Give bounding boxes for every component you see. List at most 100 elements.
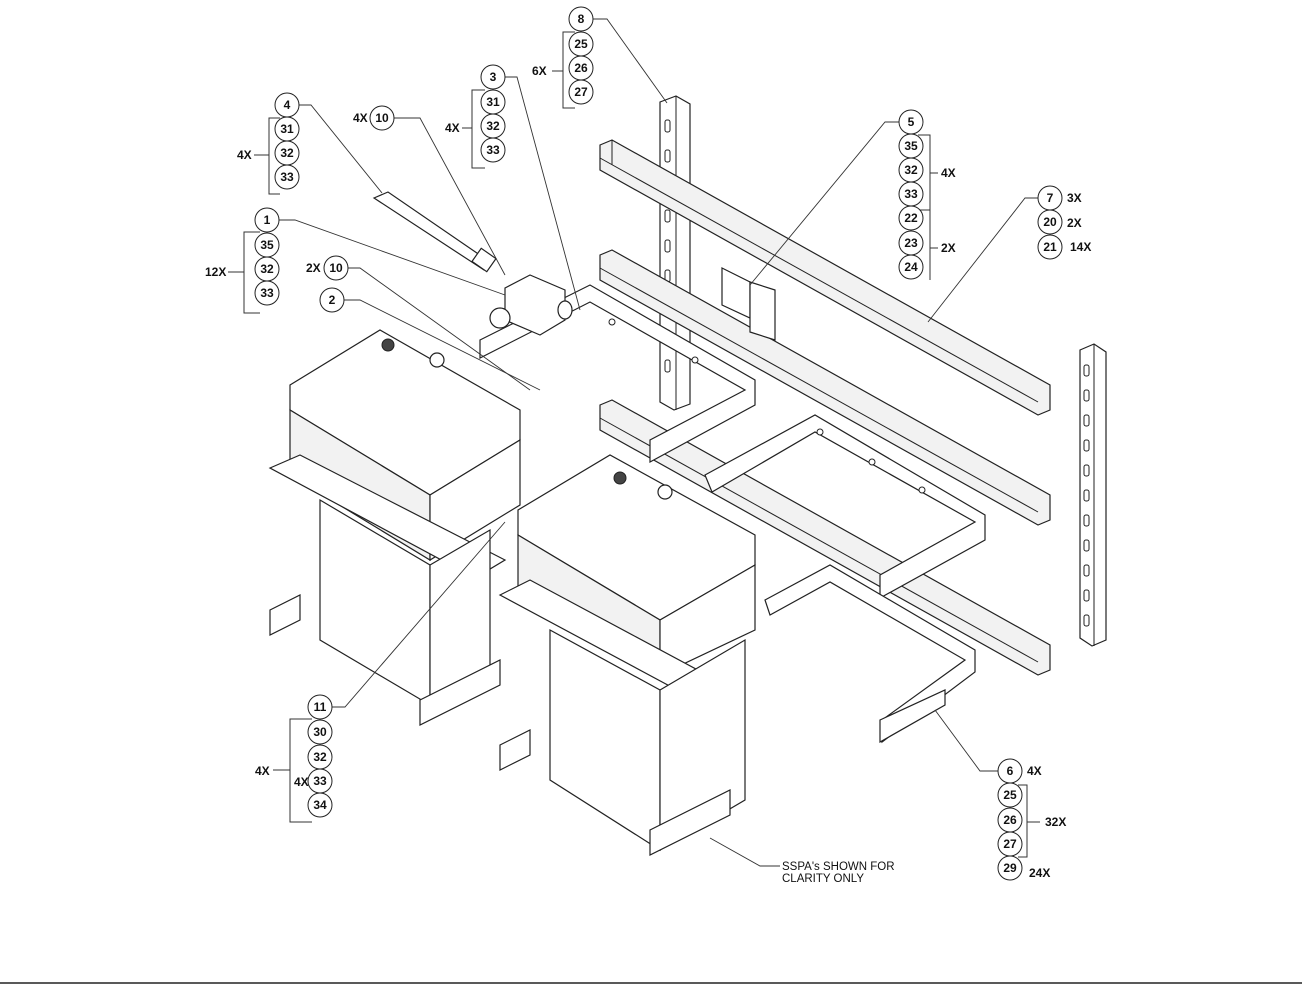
- leader-lines: [279, 18, 1038, 867]
- upright-channel-right: [1079, 343, 1107, 647]
- svg-text:5: 5: [908, 115, 915, 129]
- clarity-note: SSPA's SHOWN FOR CLARITY ONLY: [782, 861, 895, 885]
- svg-text:31: 31: [280, 122, 294, 136]
- balloon: 26: [568, 55, 594, 81]
- balloon: 33: [274, 164, 300, 190]
- balloon: 22: [898, 205, 924, 231]
- svg-text:11: 11: [314, 700, 327, 714]
- balloon: 31: [480, 89, 506, 115]
- balloon: 2: [319, 287, 345, 313]
- svg-text:CLARITY ONLY: CLARITY ONLY: [782, 873, 864, 885]
- balloon: 23: [898, 230, 924, 256]
- svg-text:29: 29: [1003, 861, 1017, 875]
- balloon: 29: [997, 855, 1023, 881]
- balloon: 20: [1037, 209, 1063, 235]
- callout-group-5: 5 35 32 33 22 23 24 4X 2X: [898, 109, 956, 280]
- balloon: 8: [568, 6, 594, 32]
- quantity-label: 4X: [941, 166, 956, 180]
- balloon: 32: [274, 140, 300, 166]
- balloon: 1: [254, 207, 280, 233]
- quantity-label: 4X: [294, 775, 309, 789]
- strut-rail-bottom: [599, 399, 1051, 676]
- quantity-label: 4X: [255, 764, 270, 778]
- svg-text:33: 33: [486, 143, 500, 157]
- balloon: 32: [307, 744, 333, 770]
- callout-group-10-lower: 10 2X: [306, 255, 349, 281]
- svg-text:32: 32: [486, 119, 500, 133]
- sspa-unit-left: [268, 329, 521, 726]
- balloon: 4: [274, 92, 300, 118]
- balloon: 35: [254, 232, 280, 258]
- svg-text:6: 6: [1007, 764, 1014, 778]
- callout-brackets: [228, 31, 1040, 858]
- svg-text:8: 8: [578, 12, 585, 26]
- svg-text:22: 22: [904, 211, 918, 225]
- svg-text:31: 31: [486, 95, 500, 109]
- svg-text:23: 23: [904, 236, 918, 250]
- svg-text:27: 27: [1003, 837, 1017, 851]
- svg-text:26: 26: [574, 61, 588, 75]
- svg-text:32: 32: [260, 262, 274, 276]
- svg-text:25: 25: [1003, 788, 1017, 802]
- svg-text:10: 10: [329, 261, 343, 275]
- quantity-label: 4X: [237, 148, 252, 162]
- svg-text:27: 27: [574, 85, 588, 99]
- quantity-label: 24X: [1029, 866, 1050, 880]
- callout-group-8: 8 25 26 27 6X: [532, 6, 594, 105]
- svg-text:24: 24: [904, 260, 918, 274]
- balloon: 11: [307, 694, 333, 720]
- balloon: 25: [568, 31, 594, 57]
- balloon: 6: [997, 758, 1023, 784]
- callout-group-4: 4 31 32 33 4X: [237, 92, 300, 190]
- balloon: 3: [480, 64, 506, 90]
- svg-text:33: 33: [280, 170, 294, 184]
- balloon: 27: [568, 79, 594, 105]
- quantity-label: 4X: [353, 111, 368, 125]
- svg-text:33: 33: [904, 187, 918, 201]
- balloon: 25: [997, 782, 1023, 808]
- strut-rail-top: [599, 139, 1051, 416]
- svg-text:32: 32: [904, 163, 918, 177]
- callout-group-11: 11 30 32 33 34 4X 4X: [255, 694, 333, 818]
- callout-group-10-upper: 10 4X: [353, 105, 395, 131]
- svg-text:30: 30: [313, 725, 327, 739]
- svg-text:4: 4: [284, 98, 291, 112]
- balloon: 7: [1037, 185, 1063, 211]
- balloon: 33: [480, 137, 506, 163]
- callout-group-2: 2: [319, 287, 345, 313]
- svg-text:33: 33: [260, 286, 274, 300]
- svg-text:SSPA's SHOWN FOR: SSPA's SHOWN FOR: [782, 861, 895, 873]
- svg-text:32: 32: [313, 750, 327, 764]
- balloon: 21: [1037, 234, 1063, 260]
- svg-text:3: 3: [490, 70, 497, 84]
- callout-group-1: 1 35 32 33 12X: [205, 207, 280, 306]
- balloon: 10: [323, 255, 349, 281]
- upright-channel-left: [659, 95, 691, 411]
- balloon: 26: [997, 807, 1023, 833]
- quantity-label: 2X: [306, 261, 321, 275]
- svg-text:34: 34: [313, 798, 327, 812]
- callout-group-7: 7 20 21 3X 2X 14X: [1037, 185, 1091, 260]
- svg-text:20: 20: [1043, 215, 1057, 229]
- svg-text:35: 35: [904, 139, 918, 153]
- balloon: 32: [254, 256, 280, 282]
- sspa-unit-right: [498, 454, 756, 856]
- callout-group-3: 3 31 32 33 4X: [445, 64, 506, 163]
- quantity-label: 4X: [1027, 764, 1042, 778]
- svg-text:1: 1: [264, 213, 271, 227]
- quantity-label: 12X: [205, 265, 226, 279]
- balloon: 10: [369, 105, 395, 131]
- waveguide-switch-1: [489, 274, 573, 336]
- balloon: 31: [274, 116, 300, 142]
- quantity-label: 14X: [1070, 240, 1091, 254]
- balloon: 5: [898, 109, 924, 135]
- balloon: 30: [307, 719, 333, 745]
- balloon: 24: [898, 254, 924, 280]
- balloon: 27: [997, 831, 1023, 857]
- balloon: 33: [254, 280, 280, 306]
- quantity-label: 2X: [1067, 216, 1082, 230]
- svg-text:33: 33: [313, 774, 327, 788]
- svg-text:35: 35: [260, 238, 274, 252]
- quantity-label: 4X: [445, 121, 460, 135]
